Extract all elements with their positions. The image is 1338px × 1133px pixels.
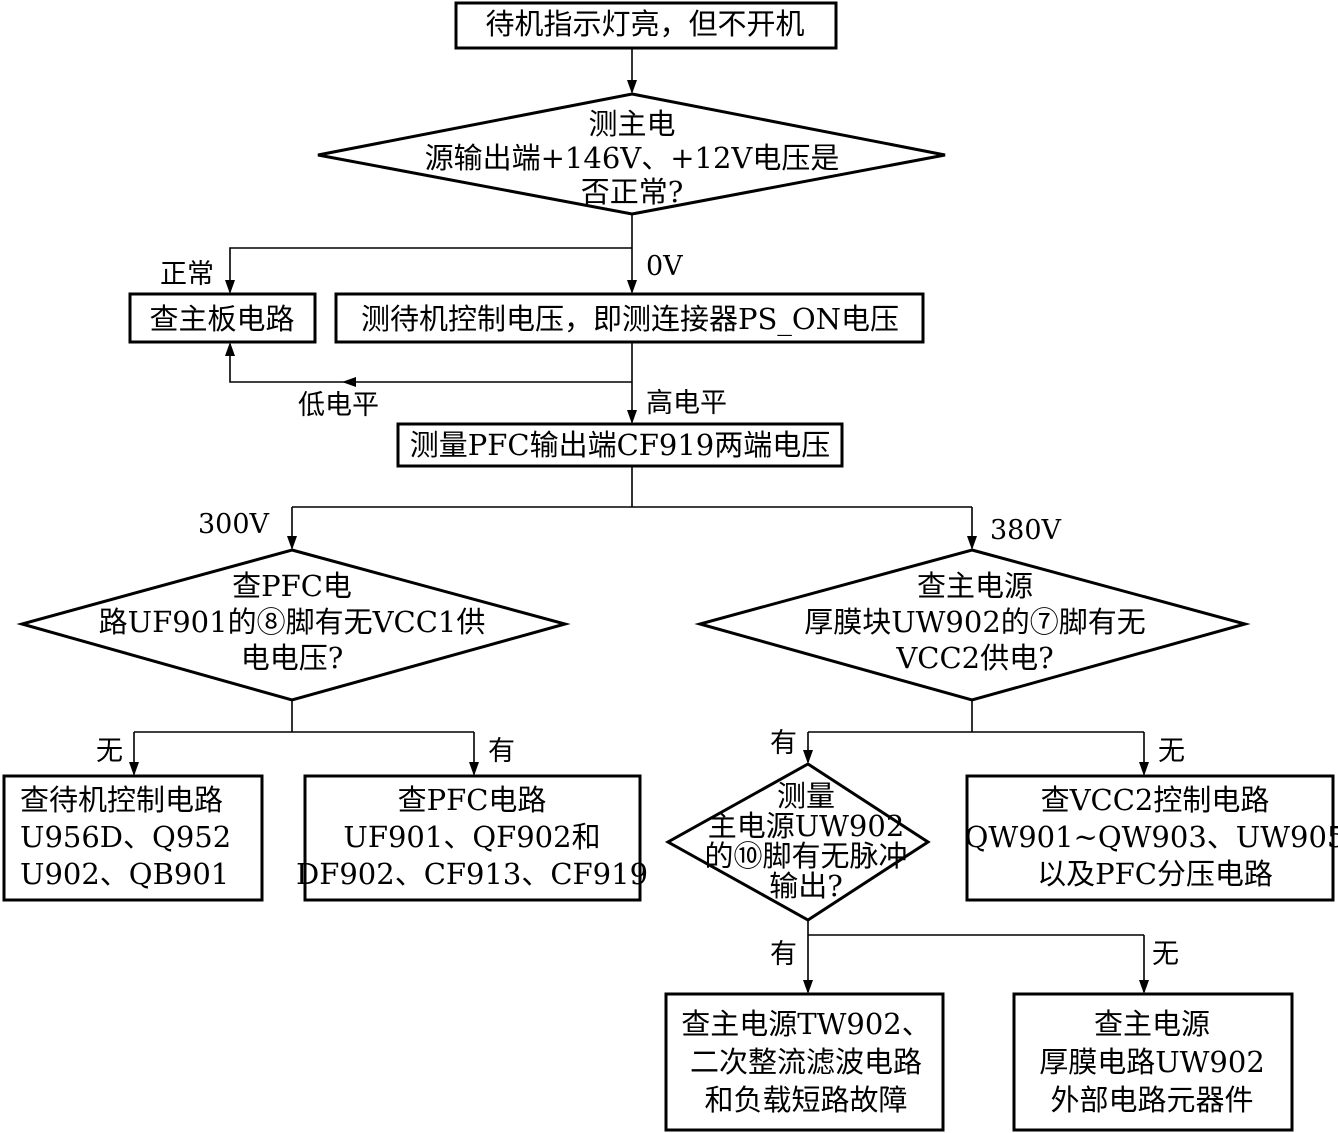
start-line-1: 待机指示灯亮，但不开机	[485, 7, 804, 41]
check-uw902-ext-line-3: 外部电路元器件	[1050, 1083, 1253, 1117]
check-standby-box	[2, 774, 264, 902]
q-pulse-line-1: 测量	[777, 779, 835, 813]
arrow-to-q-vcc1	[287, 536, 297, 550]
check-pfc-circuit-line-3: DF902、CF913、CF919	[296, 857, 648, 891]
edge-label-zero-v: 0V	[646, 251, 683, 282]
arrow-to-measure-pfc	[627, 410, 637, 424]
check-vcc2-ctrl-line-3: 以及PFC分压电路	[1037, 857, 1273, 891]
measure-pfc-label: 测量PFC输出端CF919两端电压	[410, 428, 831, 462]
edge-labels: 正常 0V 低电平 高电平 300V 380V 无 有 有 无 有 无	[96, 251, 1185, 970]
check-standby-line-3: U902、QB901	[20, 857, 229, 891]
edge-label-high-level: 高电平	[646, 388, 727, 419]
q-vcc1-line-1: 查PFC电	[232, 569, 352, 603]
arrowheads	[129, 80, 1149, 994]
measure-ps-on-box	[334, 292, 925, 344]
edge-label-vcc1-yes: 有	[488, 736, 515, 767]
measure-pfc-box	[396, 422, 844, 468]
check-tw902-line-3: 和负载短路故障	[704, 1083, 907, 1117]
q-pulse-line-4: 输出?	[769, 869, 843, 903]
edge-label-300v: 300V	[198, 509, 270, 540]
edge-label-vcc1-none: 无	[96, 736, 123, 767]
edge-vcc1-split	[133, 700, 475, 774]
decision-vcc2	[694, 548, 1251, 702]
arrow-up-to-mainboard	[225, 342, 235, 356]
measure-pfc-line-1: 测量PFC输出端CF919两端电压	[410, 428, 831, 462]
decision-main-power-label: 测主电源输出端+146V、+12V电压是否正常?	[425, 107, 840, 209]
q-vcc2-line-3: VCC2供电?	[895, 641, 1053, 675]
edge-label-pulse-none: 无	[1152, 939, 1179, 970]
check-uw902-ext-box	[1012, 992, 1294, 1132]
measure-ps-on-line-1: 测待机控制电压，即测连接器PS_ON电压	[361, 302, 899, 337]
edge-q-main-to-mainboard	[229, 247, 632, 292]
decision-pulse	[664, 762, 931, 922]
check-pfc-circuit-line-1: 查PFC电路	[398, 783, 547, 817]
q-main-power-line-3: 否正常?	[581, 175, 684, 209]
edge-label-low-level: 低电平	[298, 390, 379, 421]
edge-label-vcc2-none: 无	[1158, 736, 1185, 767]
check-mainboard-line-1: 查主板电路	[149, 302, 294, 336]
check-vcc2-ctrl-box	[965, 774, 1335, 902]
arrow-to-check-uw902-ext	[1139, 980, 1149, 994]
edge-pulse-split	[807, 920, 1145, 992]
decision-vcc1	[16, 548, 571, 702]
decision-main-power	[317, 92, 946, 216]
start-box-label: 待机指示灯亮，但不开机	[485, 7, 804, 41]
arrow-to-q-main	[627, 80, 637, 94]
q-vcc2-line-1: 查主电源	[917, 569, 1033, 603]
q-vcc2-line-2: 厚膜块UW902的⑦脚有无	[804, 605, 1146, 639]
arrow-to-check-pfc	[469, 762, 479, 776]
q-pulse-line-3: 的⑩脚有无脉冲	[704, 839, 907, 873]
edge-label-vcc2-yes: 有	[770, 728, 797, 759]
arrow-to-mainboard	[225, 280, 235, 294]
edge-pfc-split	[291, 466, 973, 548]
arrow-to-q-pulse	[803, 750, 813, 764]
q-main-power-line-2: 源输出端+146V、+12V电压是	[425, 141, 840, 175]
q-main-power-line-1: 测主电	[588, 107, 675, 141]
check-tw902-line-1: 查主电源TW902、	[681, 1007, 931, 1041]
check-pfc-circuit-box	[303, 774, 642, 902]
decision-vcc1-label: 查PFC电路UF901的⑧脚有无VCC1供电电压?	[99, 569, 486, 675]
check-vcc2-ctrl-line-1: 查VCC2控制电路	[1041, 783, 1270, 817]
connectors	[133, 48, 1145, 992]
edge-vcc2-split	[807, 700, 1145, 774]
check-vcc2-ctrl-line-2: QW901~QW903、UW905	[965, 820, 1338, 854]
check-mainboard-box	[128, 292, 317, 344]
arrow-to-check-standby	[129, 762, 139, 776]
node-labels: 待机指示灯亮，但不开机 测主电源输出端+146V、+12V电压是否正常? 查主板…	[20, 7, 1338, 1117]
start-box	[454, 1, 838, 50]
measure-ps-on-label: 测待机控制电压，即测连接器PS_ON电压	[361, 302, 899, 337]
edge-label-normal: 正常	[160, 259, 214, 290]
arrow-to-check-vcc2-ctrl	[1139, 762, 1149, 776]
check-pfc-circuit-line-2: UF901、QF902和	[343, 820, 600, 854]
edge-ps-on-low-to-mainboard	[229, 344, 632, 383]
check-tw902-box	[664, 992, 945, 1132]
arrow-to-q-vcc2	[967, 536, 977, 550]
arrow-to-check-tw902	[803, 980, 813, 994]
check-standby-line-2: U956D、Q952	[20, 820, 231, 854]
check-uw902-ext-line-2: 厚膜电路UW902	[1039, 1045, 1265, 1079]
check-uw902-ext-label: 查主电源厚膜电路UW902 外部电路元器件	[1039, 1007, 1265, 1117]
check-tw902-label: 查主电源TW902、二次整流滤波电路和负载短路故障	[681, 1007, 931, 1117]
q-vcc1-line-3: 电电压?	[241, 641, 344, 675]
q-vcc1-line-2: 路UF901的⑧脚有无VCC1供	[99, 605, 486, 639]
check-tw902-line-2: 二次整流滤波电路	[690, 1045, 922, 1079]
check-standby-line-1: 查待机控制电路	[20, 783, 223, 817]
edge-label-380v: 380V	[990, 515, 1062, 546]
arrow-to-ps-on	[627, 280, 637, 294]
q-pulse-line-2: 主电源UW902	[708, 809, 905, 843]
check-uw902-ext-line-1: 查主电源	[1094, 1007, 1210, 1041]
edge-label-pulse-yes: 有	[770, 939, 797, 970]
arrow-low-level-left	[342, 377, 356, 387]
check-mainboard-label: 查主板电路	[149, 302, 294, 336]
